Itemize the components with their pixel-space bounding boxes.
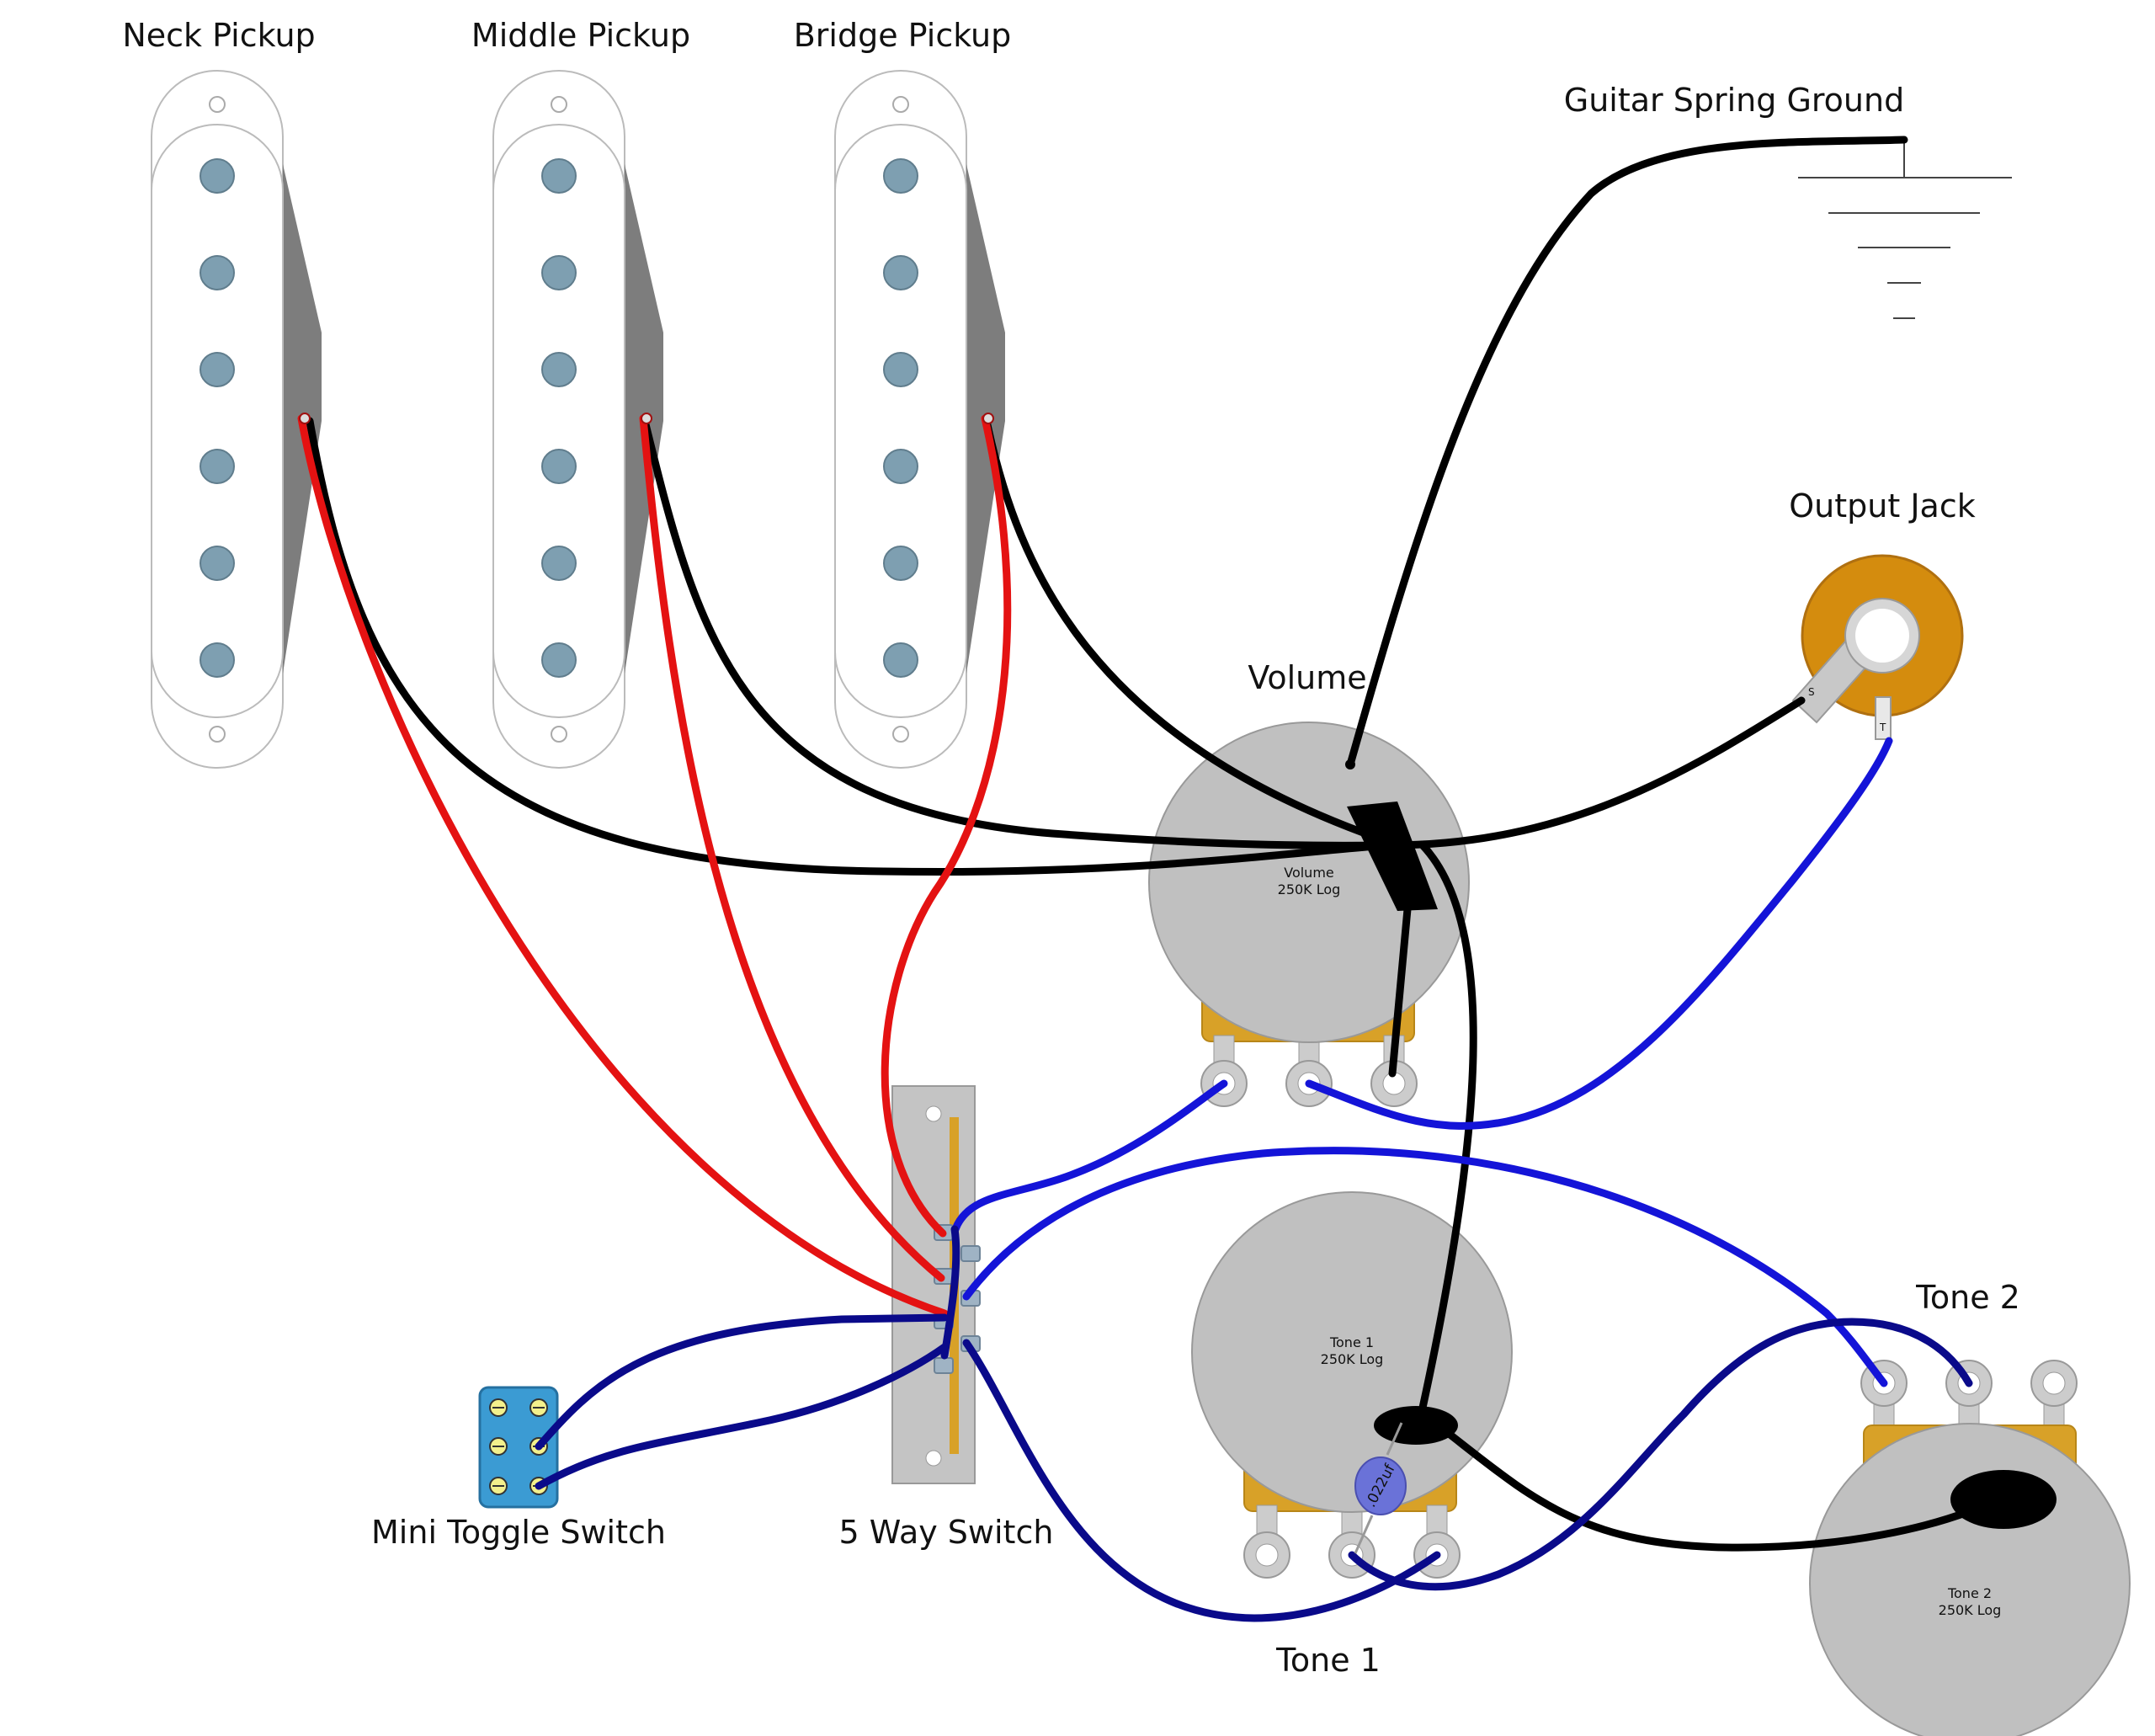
switch-to-volume-wire xyxy=(951,1079,1228,1233)
output-jack: S T xyxy=(1791,554,1964,740)
volume-lug-ground-wire xyxy=(1388,905,1412,1078)
tone2-lugs xyxy=(1860,1360,2078,1434)
wires xyxy=(297,136,1974,1622)
jack-tip-lug-label: T xyxy=(1879,722,1886,733)
middle-hot-wire xyxy=(639,414,945,1282)
switch-to-tone1-wire xyxy=(962,1339,1441,1622)
ground-symbol xyxy=(1798,140,2012,319)
middle-pickup-label: Middle Pickup xyxy=(471,17,690,54)
neck-pickup-label: Neck Pickup xyxy=(122,17,315,54)
tone1-pot-value: 250K Log xyxy=(1321,1351,1384,1367)
volume-ground-wire-end xyxy=(1345,759,1355,769)
switch-jumper-wire xyxy=(940,1225,960,1360)
spring-ground-label: Guitar Spring Ground xyxy=(1564,82,1904,119)
tone1-to-tone2-wire xyxy=(1348,1318,1973,1591)
volume-solder-block xyxy=(1347,801,1438,911)
bridge-ground-wire xyxy=(982,417,1393,846)
tone-ground-link-wire xyxy=(1444,1429,1974,1552)
tone1-pot[interactable]: Tone 1 250K Log xyxy=(1191,1191,1513,1579)
five-way-switch[interactable] xyxy=(891,1085,981,1484)
neck-pickup xyxy=(151,70,322,769)
mini-toggle-label: Mini Toggle Switch xyxy=(371,1514,666,1551)
tone-capacitor: .022uf xyxy=(1354,1422,1407,1554)
tone2-pot-name: Tone 2 xyxy=(1947,1585,1992,1601)
volume-pot[interactable]: Volume 250K Log xyxy=(1148,722,1470,1107)
tone1-ground-wire xyxy=(1418,841,1477,1412)
pickup-wire-points xyxy=(299,413,994,424)
neck-ground-wire xyxy=(306,417,1393,876)
tone2-pot-value: 250K Log xyxy=(1939,1602,2002,1618)
jack-sleeve-lug-label: S xyxy=(1808,686,1815,698)
jack-ground-wire xyxy=(1385,696,1806,849)
toggle-to-switch-wire-2 xyxy=(535,1343,949,1490)
toggle-to-switch-wire-1 xyxy=(535,1313,949,1451)
tone1-pot-name: Tone 1 xyxy=(1329,1334,1374,1350)
volume-to-jack-wire xyxy=(1305,737,1893,1130)
output-jack-label: Output Jack xyxy=(1789,487,1975,525)
middle-pickup xyxy=(492,70,663,769)
spring-ground-wire xyxy=(1346,136,1908,769)
tone1-solder-blob xyxy=(1374,1406,1458,1445)
tone2-label: Tone 2 xyxy=(1915,1279,2020,1316)
middle-ground-wire xyxy=(641,417,1393,849)
tone2-pot[interactable]: Tone 2 250K Log xyxy=(1809,1360,2131,1736)
volume-label: Volume xyxy=(1248,659,1366,696)
bridge-hot-wire xyxy=(881,414,1012,1238)
bridge-pickup xyxy=(834,70,1005,769)
volume-pot-name: Volume xyxy=(1284,865,1334,881)
volume-pot-value: 250K Log xyxy=(1278,881,1341,897)
tone2-solder-blob xyxy=(1950,1470,2057,1529)
mini-toggle-switch[interactable] xyxy=(478,1386,559,1509)
five-way-label: 5 Way Switch xyxy=(839,1514,1054,1551)
neck-hot-wire xyxy=(297,414,949,1318)
tone1-lugs xyxy=(1243,1504,1461,1579)
tone1-label: Tone 1 xyxy=(1275,1642,1381,1679)
bridge-pickup-label: Bridge Pickup xyxy=(794,17,1012,54)
volume-lugs xyxy=(1200,1035,1418,1107)
